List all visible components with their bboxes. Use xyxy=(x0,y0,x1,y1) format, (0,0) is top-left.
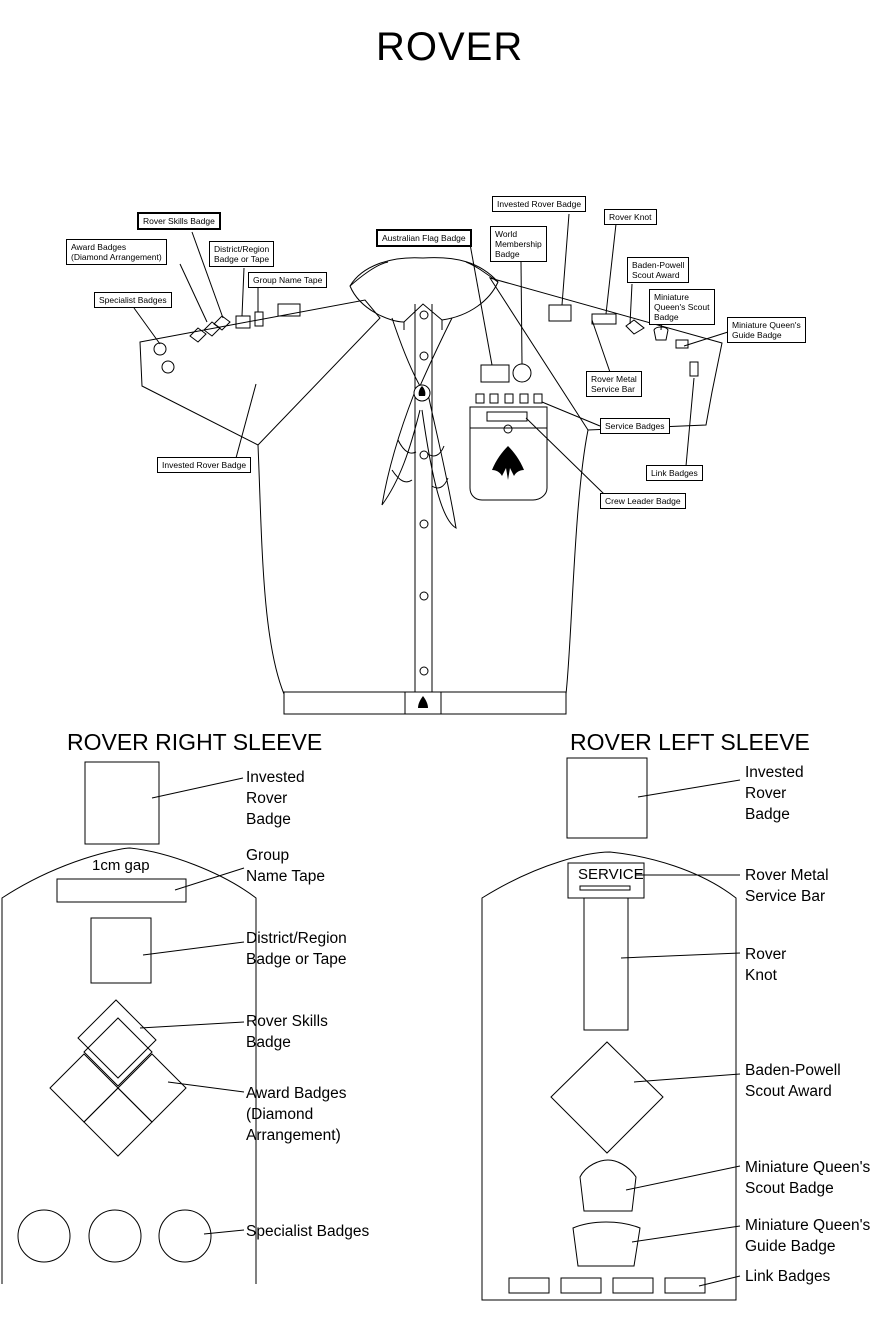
ls-link-l1: Link Badges xyxy=(745,1268,831,1285)
left-sleeve-service-text: SERVICE xyxy=(578,866,644,883)
rs-label-invested: Invested Rover Badge xyxy=(246,767,305,830)
label-award-badges: Award Badges (Diamond Arrangement) xyxy=(66,239,167,265)
left-sleeve-title: ROVER LEFT SLEEVE xyxy=(570,729,810,755)
ls-metal-l2: Service Bar xyxy=(745,888,826,905)
shirt-pocket xyxy=(470,407,547,500)
rs-group-l2: Name Tape xyxy=(246,868,325,885)
label-district-line1: District/Region xyxy=(214,244,270,254)
ls-label-metal-bar: Rover Metal Service Bar xyxy=(745,865,829,907)
ls-metal-l1: Rover Metal xyxy=(745,867,829,884)
rs-label-rover-skills: Rover Skills Badge xyxy=(246,1011,328,1053)
label-rover-skills-badge: Rover Skills Badge xyxy=(137,212,221,230)
label-specialist-badges: Specialist Badges xyxy=(94,292,172,308)
right-sleeve-gap-note: 1cm gap xyxy=(92,857,150,874)
label-crew-leader-badge: Crew Leader Badge xyxy=(600,493,686,509)
ls-mqg-l2: Guide Badge xyxy=(745,1238,836,1255)
label-world-membership-badge: World Membership Badge xyxy=(490,226,547,262)
shirt-right-sleeve xyxy=(140,300,380,445)
label-metal-bar-line1: Rover Metal xyxy=(591,374,637,384)
ls-invested-l3: Badge xyxy=(745,806,790,823)
rs-label-group-name-tape: Group Name Tape xyxy=(246,845,325,887)
shirt-left-sleeve xyxy=(490,278,722,430)
rs-specialist-l1: Specialist Badges xyxy=(246,1223,370,1240)
ls-invested-l2: Rover xyxy=(745,785,787,802)
pocket-fleur-de-lis xyxy=(492,446,524,480)
ls-mqs-l2: Scout Badge xyxy=(745,1180,834,1197)
label-award-badges-line2: (Diamond Arrangement) xyxy=(71,252,162,262)
label-mqs-line1: Miniature xyxy=(654,292,689,302)
label-invested-rover-badge-left: Invested Rover Badge xyxy=(492,196,587,212)
label-mqg-line1: Miniature Queen's xyxy=(732,320,801,330)
rs-invested-l3: Badge xyxy=(246,811,291,828)
label-australian-flag-badge: Australian Flag Badge xyxy=(376,229,472,247)
rs-invested-l2: Rover xyxy=(246,790,288,807)
label-baden-powell-award: Baden-Powell Scout Award xyxy=(627,257,690,283)
rs-skills-l2: Badge xyxy=(246,1034,291,1051)
rs-group-l1: Group xyxy=(246,847,290,864)
ls-invested-l1: Invested xyxy=(745,764,804,781)
shirt-placket xyxy=(415,304,432,694)
rs-label-district: District/Region Badge or Tape xyxy=(246,928,347,970)
rs-award-l3: Arrangement) xyxy=(246,1127,341,1144)
label-district-line2: Badge or Tape xyxy=(214,254,270,264)
shirt-body xyxy=(258,430,588,694)
ls-mqg-l1: Miniature Queen's xyxy=(745,1217,871,1234)
label-world-line2: Membership xyxy=(495,239,542,249)
label-service-badges: Service Badges xyxy=(600,418,670,434)
rs-award-l2: (Diamond xyxy=(246,1106,314,1123)
page-title: ROVER xyxy=(376,25,524,69)
rs-award-l1: Award Badges xyxy=(246,1085,347,1102)
left-sleeve-outline xyxy=(482,852,736,1300)
ls-bp-l1: Baden-Powell xyxy=(745,1062,841,1079)
label-mqg-line2: Guide Badge xyxy=(732,330,782,340)
label-rover-metal-service-bar: Rover Metal Service Bar xyxy=(586,371,642,397)
rs-district-l1: District/Region xyxy=(246,930,347,947)
label-miniature-queens-scout: Miniature Queen's Scout Badge xyxy=(649,289,715,325)
rs-label-award-badges: Award Badges (Diamond Arrangement) xyxy=(246,1083,347,1146)
ls-bp-l2: Scout Award xyxy=(745,1083,832,1100)
label-bp-line2: Scout Award xyxy=(632,270,680,280)
rs-invested-l1: Invested xyxy=(246,769,305,786)
right-sleeve-title: ROVER RIGHT SLEEVE xyxy=(67,729,323,755)
label-mqs-line3: Badge xyxy=(654,312,679,322)
label-award-badges-line1: Award Badges xyxy=(71,242,127,252)
ls-mqs-l1: Miniature Queen's xyxy=(745,1159,871,1176)
label-link-badges: Link Badges xyxy=(646,465,703,481)
ls-label-baden-powell: Baden-Powell Scout Award xyxy=(745,1060,841,1102)
rs-label-specialist: Specialist Badges xyxy=(246,1221,369,1242)
right-sleeve-outline xyxy=(2,848,256,1284)
crew-leader-badge-shape xyxy=(487,412,527,421)
label-metal-bar-line2: Service Bar xyxy=(591,384,635,394)
ls-label-invested: Invested Rover Badge xyxy=(745,762,804,825)
ls-label-mq-scout: Miniature Queen's Scout Badge xyxy=(745,1157,870,1199)
label-miniature-queens-guide: Miniature Queen's Guide Badge xyxy=(727,317,806,343)
ls-label-mq-guide: Miniature Queen's Guide Badge xyxy=(745,1215,870,1257)
label-invested-rover-badge-right: Invested Rover Badge xyxy=(157,457,252,473)
australian-flag-badge-shape xyxy=(481,365,509,382)
rs-district-l2: Badge or Tape xyxy=(246,951,347,968)
label-district-region: District/Region Badge or Tape xyxy=(209,241,275,267)
label-bp-line1: Baden-Powell xyxy=(632,260,685,270)
label-world-line3: Badge xyxy=(495,249,520,259)
label-group-name-tape: Group Name Tape xyxy=(248,272,328,288)
rs-skills-l1: Rover Skills xyxy=(246,1013,328,1030)
label-mqs-line2: Queen's Scout xyxy=(654,302,710,312)
ls-knot-l1: Rover xyxy=(745,946,787,963)
label-world-line1: World xyxy=(495,229,518,239)
ls-knot-l2: Knot xyxy=(745,967,777,984)
ls-label-link-badges: Link Badges xyxy=(745,1266,830,1287)
label-rover-knot: Rover Knot xyxy=(604,209,657,225)
world-membership-badge-shape xyxy=(513,364,531,382)
ls-label-rover-knot: Rover Knot xyxy=(745,944,786,986)
